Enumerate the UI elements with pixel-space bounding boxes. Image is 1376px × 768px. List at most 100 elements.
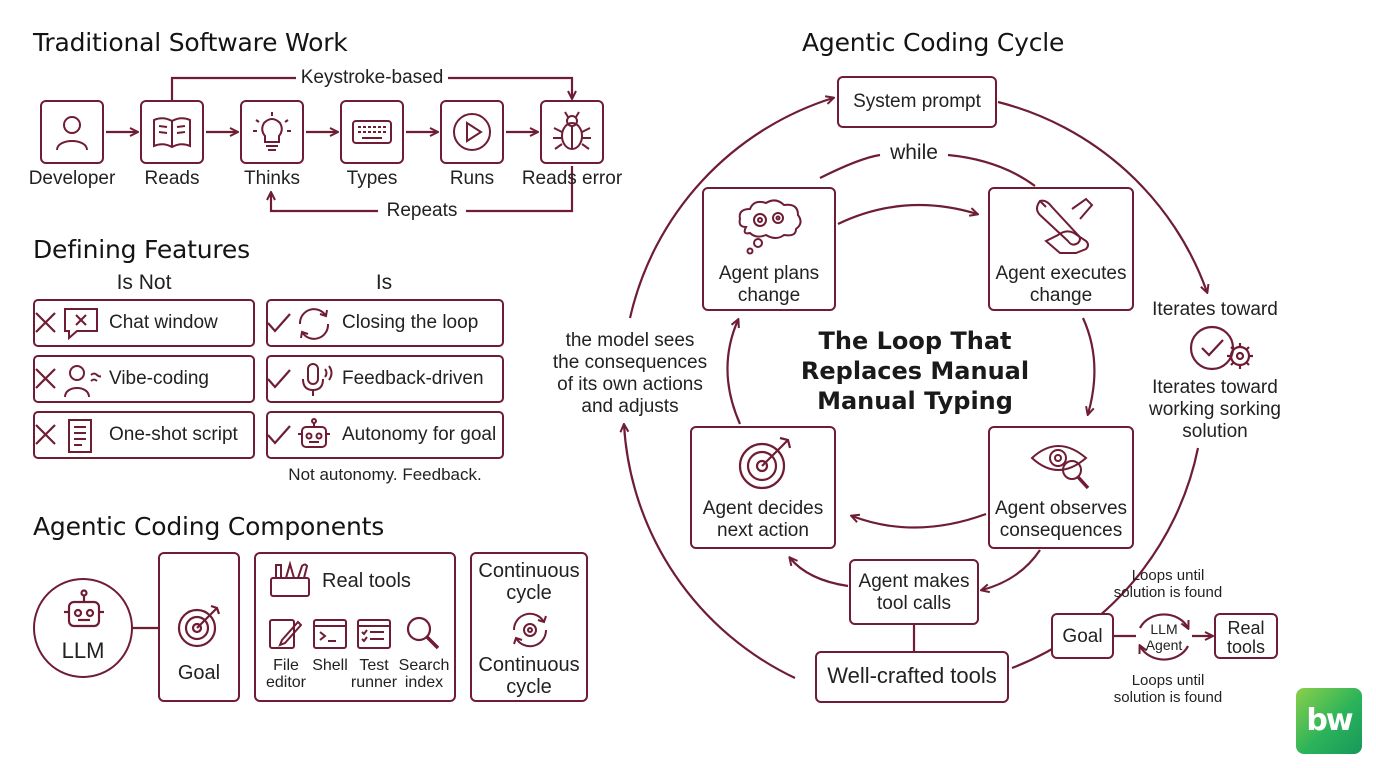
check-icon — [267, 425, 291, 445]
continuous-cycle-box: Continuous cycle Continuous cycle — [470, 552, 588, 702]
mini-bottom-note: Loops until solution is found — [1113, 672, 1223, 706]
feature-chat-window: Chat window — [33, 299, 255, 347]
system-prompt-box: System prompt — [837, 76, 997, 128]
step-reads: Reads — [144, 168, 200, 189]
iterates-bottom-label: Iterates toward working sorking solution — [1149, 377, 1281, 442]
observes-label: Agent observes consequences — [994, 498, 1128, 541]
center-title-line: The Loop That — [818, 327, 1012, 355]
refresh-icon — [298, 308, 330, 340]
real-tools-label: Real tools — [322, 570, 411, 592]
tool-shell: Shell — [312, 657, 348, 674]
step-developer: Developer — [28, 168, 116, 189]
step-thinks: Thinks — [244, 168, 300, 189]
reads-box — [140, 100, 204, 164]
features-footer: Not autonomy. Feedback. — [288, 465, 482, 484]
tool-search-index: Search index — [398, 657, 450, 691]
components-title: Agentic Coding Components — [33, 512, 385, 541]
left-note: the model sees the consequences of its o… — [552, 330, 708, 417]
cross-icon — [35, 424, 56, 445]
step-types: Types — [346, 168, 398, 189]
check-icon — [267, 369, 291, 389]
reads-error-box — [540, 100, 604, 164]
cycle-top-label: Continuous cycle — [478, 560, 580, 604]
executes-label: Agent executes change — [995, 263, 1127, 306]
mini-llm-label: LLM Agent — [1145, 621, 1183, 653]
wrench-hand-icon — [1036, 197, 1094, 254]
document-icon — [68, 419, 92, 453]
feature-label: Chat window — [109, 312, 218, 333]
person-vibe-icon — [64, 365, 101, 398]
iterates-top-label: Iterates toward — [1152, 299, 1278, 320]
is-header: Is — [375, 271, 393, 294]
feature-one-shot-script: One-shot script — [33, 411, 255, 459]
decides-label: Agent decides next action — [702, 498, 824, 541]
thought-gears-icon — [738, 199, 802, 255]
mini-real-tools-label: Real tools — [1226, 618, 1266, 657]
keystroke-label: Keystroke-based — [296, 67, 448, 89]
check-gear-icon — [1189, 325, 1253, 371]
llm-circle: LLM — [33, 578, 133, 678]
runs-box — [440, 100, 504, 164]
repeats-label: Repeats — [382, 200, 462, 222]
tool-file-editor: File editor — [265, 657, 307, 691]
magnifier-icon — [406, 616, 440, 650]
feature-vibe-coding: Vibe-coding — [33, 355, 255, 403]
center-title-line: Replaces Manual — [800, 357, 1030, 385]
goal-box: Goal — [158, 552, 240, 702]
feature-autonomy-for-goal: Autonomy for goal — [266, 411, 504, 459]
person-icon — [56, 116, 88, 151]
while-label: while — [890, 141, 938, 164]
center-title-line: Manual Typing — [817, 387, 1013, 415]
cycle-gear-icon — [512, 612, 548, 648]
feature-label: Closing the loop — [342, 312, 479, 333]
real-tools-box: Real tools File editor Shell Test runner… — [254, 552, 456, 702]
check-icon — [267, 313, 291, 333]
keyboard-icon — [352, 120, 392, 144]
features-title: Defining Features — [33, 235, 250, 264]
terminal-icon — [313, 619, 347, 649]
feature-feedback-driven: Feedback-driven — [266, 355, 504, 403]
step-runs: Runs — [449, 168, 495, 189]
cycle-bottom-label: Continuous cycle — [478, 654, 580, 698]
feature-label: Autonomy for goal — [342, 424, 497, 445]
feature-label: Feedback-driven — [342, 368, 484, 389]
tool-test-runner: Test runner — [350, 657, 398, 691]
plans-label: Agent plans change — [718, 263, 820, 306]
checklist-icon — [357, 619, 391, 649]
mini-goal-box: Goal — [1051, 613, 1114, 659]
developer-box — [40, 100, 104, 164]
microphone-icon — [302, 363, 333, 396]
tool-calls-box: Agent makes tool calls — [849, 559, 979, 625]
thinks-box — [240, 100, 304, 164]
step-reads-error: Reads error — [521, 168, 623, 189]
goal-label: Goal — [177, 662, 221, 684]
cycle-title: Agentic Coding Cycle — [802, 28, 1065, 57]
cross-icon — [35, 368, 56, 389]
is-not-header: Is Not — [116, 271, 172, 294]
toolbox-icon — [270, 560, 310, 597]
cross-icon — [35, 312, 56, 333]
feature-closing-the-loop: Closing the loop — [266, 299, 504, 347]
mini-top-note: Loops until solution is found — [1113, 567, 1223, 601]
mini-goal-label: Goal — [1062, 626, 1103, 647]
mini-real-tools-box: Real tools — [1214, 613, 1278, 659]
target-icon — [177, 604, 221, 648]
target-icon — [738, 436, 792, 490]
well-crafted-tools-box: Well-crafted tools — [815, 651, 1009, 703]
eye-search-icon — [1030, 445, 1090, 490]
llm-label: LLM — [61, 638, 105, 663]
system-prompt-label: System prompt — [853, 91, 981, 112]
tool-calls-label: Agent makes tool calls — [858, 571, 970, 614]
plans-box: Agent plans change — [702, 187, 836, 311]
bug-icon — [553, 111, 591, 150]
chat-bubble-icon — [64, 308, 98, 341]
brand-logo: bw — [1296, 688, 1362, 754]
executes-box: Agent executes change — [988, 187, 1134, 311]
feature-label: One-shot script — [109, 424, 238, 445]
types-box — [340, 100, 404, 164]
feature-label: Vibe-coding — [109, 368, 210, 389]
play-icon — [453, 113, 491, 151]
pencil-icon — [269, 619, 302, 649]
brand-logo-text: bw — [1306, 703, 1353, 738]
